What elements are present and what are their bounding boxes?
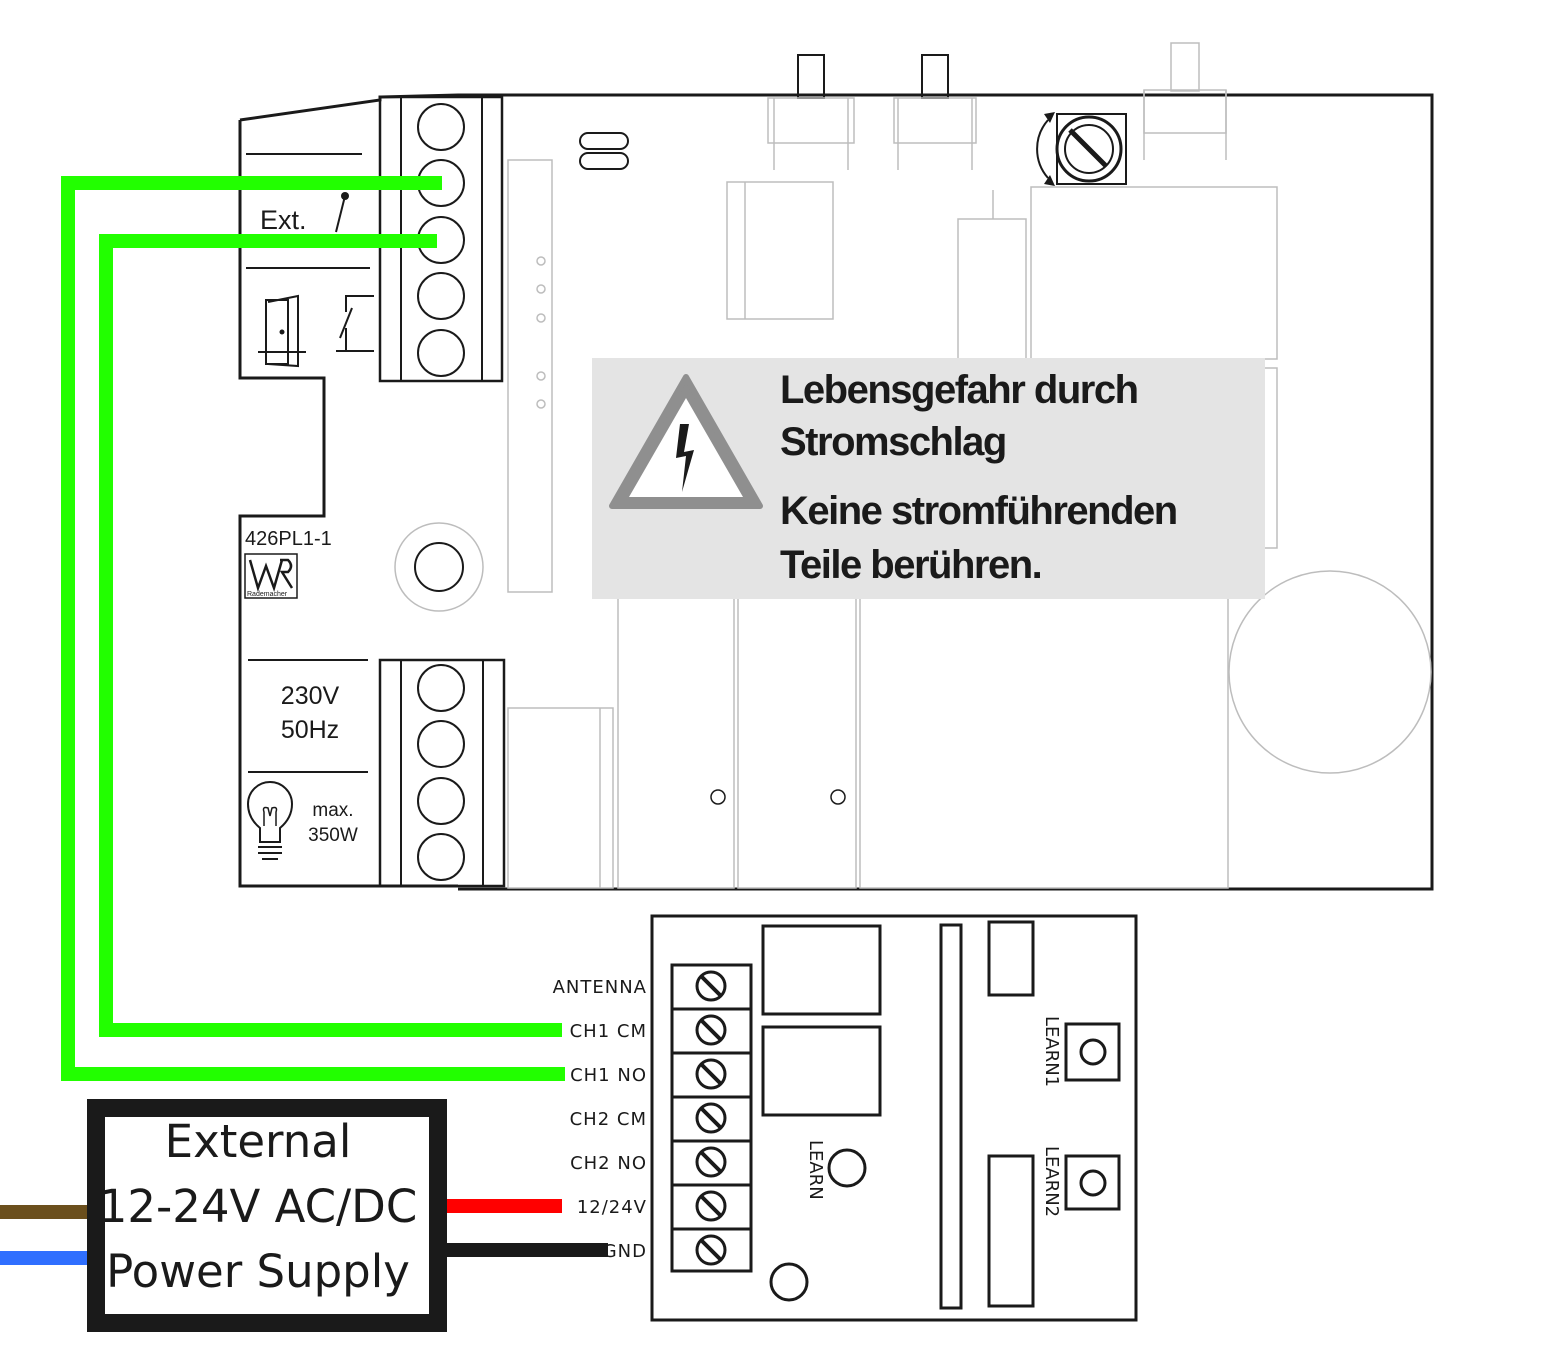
status-led [579,132,629,170]
switch-symbol-icon [335,192,349,233]
learn-label: LEARN [805,1140,826,1200]
model-label: 426PL1-1 [245,528,332,550]
wires [0,176,608,1265]
relay-contact-icon [336,295,374,352]
terminal-label: CH2 CM [570,1109,647,1130]
terminal-screw-icon[interactable] [695,1190,727,1222]
learn1-label: LEARN1 [1041,1016,1062,1087]
power-supply-line-1: External [165,1115,352,1168]
terminal-screw-icon[interactable] [695,970,727,1002]
learn2-label: LEARN2 [1041,1146,1062,1217]
warning-line-2: Stromschlag [780,420,1006,464]
terminal-screw-icon[interactable] [695,1058,727,1090]
light-bulb-icon [246,781,294,860]
ch1-cm-wire [99,234,562,1037]
power-supply-box: External 12-24V AC/DC Power Supply [87,1099,447,1332]
terminal-screw-icon[interactable] [695,1014,727,1046]
learn2-button[interactable] [1064,1154,1121,1211]
receiver-outline [650,914,1138,1322]
terminal-screw-icon[interactable] [695,1102,727,1134]
max-power-label: 350W [308,825,358,846]
power-supply-line-2: 12-24V AC/DC [99,1180,418,1233]
terminal-label: ANTENNA [553,977,647,998]
mount-hole [769,1262,809,1302]
terminal-label: CH2 NO [570,1153,647,1174]
learn-button[interactable] [827,1148,867,1188]
rademacher-logo: Rademacher [244,553,298,599]
top-buttons [767,42,1227,170]
terminal-label: CH1 CM [570,1021,647,1042]
main-control-board: Ext. 426PL1-1 Rademacher 230V 50Hz [238,42,1434,891]
receiver-terminal-block: ANTENNA CH1 CM CH1 NO CH2 CM CH2 NO 12/24V GND [553,963,753,1273]
lower-terminal-block [378,658,506,888]
warning-line-3: Keine stromführenden [780,489,1177,533]
power-supply-line-3: Power Supply [106,1245,410,1298]
max-label: max. [312,800,353,821]
terminal-screw-icon[interactable] [695,1146,727,1178]
terminal-label: GND [603,1241,647,1262]
ch1-no-wire [61,176,565,1081]
warning-line-1: Lebensgefahr durch [780,368,1138,412]
potentiometer-icon [1036,112,1127,186]
ext-label: Ext. [260,205,307,235]
terminal-screw-icon[interactable] [695,1234,727,1266]
warning-line-4: Teile berühren. [780,543,1041,587]
terminal-label: CH1 NO [570,1065,647,1086]
power-supply-outline [87,1099,447,1332]
learn1-button[interactable] [1064,1022,1121,1082]
door-icon [258,294,306,368]
voltage-label: 230V [281,682,340,710]
frequency-label: 50Hz [281,716,339,744]
high-voltage-warning-icon [609,374,763,509]
brand-label: Rademacher [247,591,288,598]
warning-label: Lebensgefahr durch Stromschlag Keine str… [592,358,1265,599]
terminal-frame [670,963,753,1273]
receiver-module: LEARN LEARN1 LEARN2 ANTENNA CH1 CM CH1 NO C… [553,914,1138,1322]
terminal-label: 12/24V [577,1197,647,1218]
